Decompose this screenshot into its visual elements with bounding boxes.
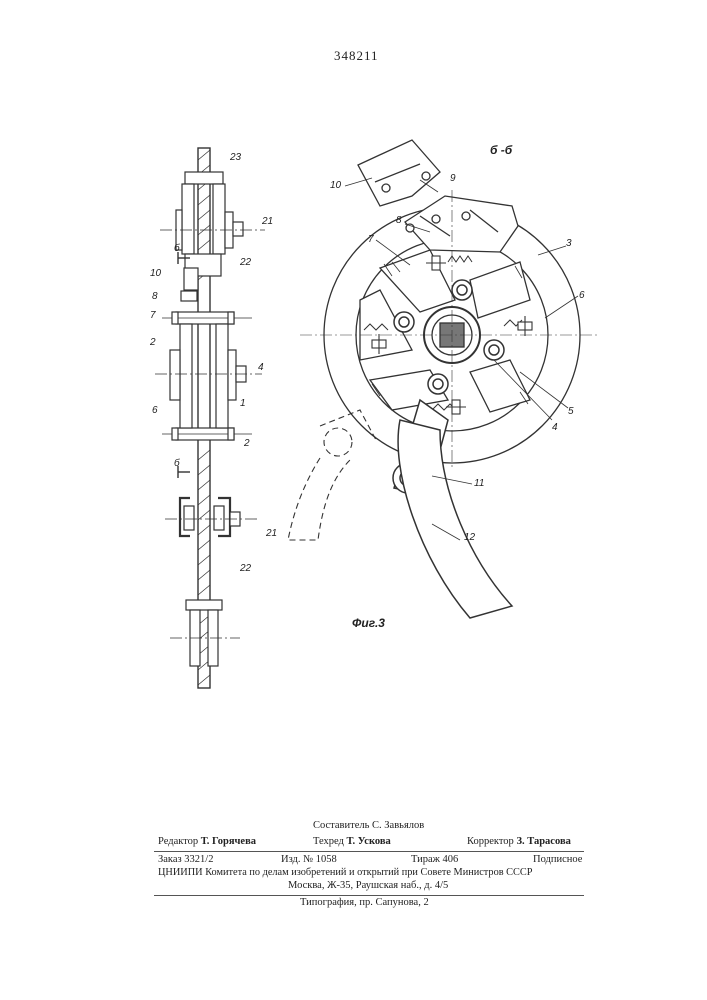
label-7-right: 7 — [368, 234, 374, 245]
label-12-right: 12 — [464, 532, 475, 543]
figure-caption: Фиг.3 — [352, 616, 385, 630]
label-6-right: 6 — [579, 290, 585, 301]
part-10-block — [358, 140, 440, 206]
alt-position-dashed — [288, 410, 376, 540]
label-9-right: 9 — [450, 173, 456, 184]
footer-rule-2 — [154, 895, 584, 896]
label-2-lower: 2 — [244, 438, 250, 449]
tech-role: Техред — [313, 836, 344, 847]
order-number: Заказ 3321/2 — [158, 854, 213, 865]
label-5-right: 5 — [568, 406, 574, 417]
composer: Составитель С. Завьялов — [313, 820, 424, 831]
address: Москва, Ж-35, Раушская наб., д. 4/5 — [288, 880, 448, 891]
tech-editor: Техред Т. Ускова — [313, 836, 391, 847]
corrector-role: Корректор — [467, 836, 514, 847]
editor-name: Т. Горячева — [201, 836, 256, 847]
label-8-left: 8 — [152, 291, 158, 302]
corrector-name: З. Тарасова — [516, 836, 570, 847]
circulation: Тираж 406 — [411, 854, 458, 865]
label-b-lower: б — [174, 458, 180, 469]
label-22-upper: 22 — [240, 257, 251, 268]
label-23: 23 — [230, 152, 241, 163]
footer-rule — [154, 851, 584, 852]
label-4-right: 4 — [552, 422, 558, 433]
editor-role: Редактор — [158, 836, 198, 847]
edition-number: Изд. № 1058 — [281, 854, 337, 865]
label-2-upper: 2 — [150, 337, 156, 348]
label-21-upper: 21 — [262, 216, 273, 227]
label-22-lower: 22 — [240, 563, 251, 574]
label-8-right: 8 — [396, 215, 402, 226]
institute: ЦНИИПИ Комитета по делам изобретений и о… — [158, 867, 533, 878]
label-4-left: 4 — [258, 362, 264, 373]
subscription: Подписное — [533, 854, 582, 865]
label-11-right: 11 — [474, 478, 484, 489]
label-10-right: 10 — [330, 180, 341, 191]
label-21-lower: 21 — [266, 528, 277, 539]
label-b-upper: б — [174, 243, 180, 254]
tech-name: Т. Ускова — [347, 836, 391, 847]
label-6-left: 6 — [152, 405, 158, 416]
corrector: Корректор З. Тарасова — [467, 836, 571, 847]
label-1-left: 1 — [240, 398, 246, 409]
printing-house: Типография, пр. Сапунова, 2 — [300, 897, 429, 908]
section-mark: б -б — [490, 143, 512, 157]
label-3-right: 3 — [566, 238, 572, 249]
label-7-left: 7 — [150, 310, 156, 321]
editor: Редактор Т. Горячева — [158, 836, 256, 847]
label-10-left: 10 — [150, 268, 161, 279]
